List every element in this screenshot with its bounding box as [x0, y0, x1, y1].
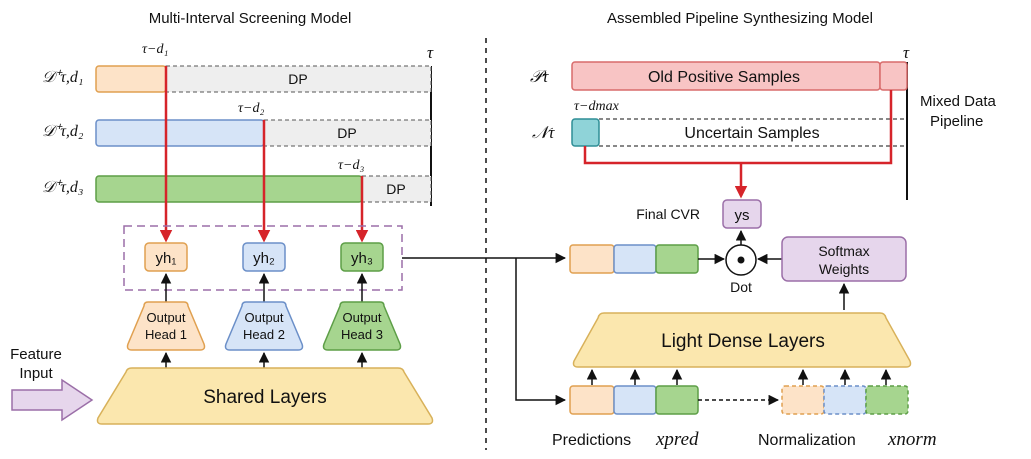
- output-yh3-label: yh₃: [351, 250, 373, 267]
- output-yh1-label: yh₁: [156, 250, 177, 267]
- row-1-label: 𝒟⁺τ,d₁: [42, 69, 84, 86]
- row-3-dp-label: DP: [386, 181, 405, 197]
- pred-top-box-3: [655, 244, 699, 274]
- old-positive-tail: [879, 61, 908, 91]
- ys-box: [722, 199, 762, 229]
- row-3-label: 𝒟⁺τ,d₃: [42, 179, 84, 196]
- predictions-label: Predictions: [552, 432, 631, 449]
- shared-layers-label: Shared Layers: [203, 387, 327, 408]
- row-2-positive-bar: [95, 119, 265, 147]
- dot-label: Dot: [730, 279, 752, 295]
- row-3-positive-bar: [95, 175, 363, 203]
- dmax-marker: τ−dmax: [574, 99, 620, 114]
- uncertain-label: Uncertain Samples: [684, 125, 819, 142]
- xpred-box-3: [655, 385, 699, 415]
- row-1-positive-bar: [95, 65, 167, 93]
- xnorm-box-2: [823, 385, 867, 415]
- head-2-line1: Output: [244, 310, 283, 325]
- data-row-2: 𝒟⁺τ,d₂ τ−d₂ DP: [42, 101, 432, 147]
- p-tau-label: 𝒫τ: [530, 67, 549, 86]
- head-1-line2: Head 1: [145, 327, 187, 342]
- xpred-box-2: [613, 385, 657, 415]
- xpred-box-1: [569, 385, 615, 415]
- feature-input-arrow: [11, 378, 94, 422]
- right-panel-title: Assembled Pipeline Synthesizing Model: [607, 10, 873, 27]
- dot-operator-center: [737, 256, 745, 264]
- predictions-math: xpred: [655, 429, 699, 450]
- left-panel-title: Multi-Interval Screening Model: [149, 10, 352, 27]
- output-head-1: Output Head 1: [126, 301, 206, 351]
- ys-label: ys: [735, 207, 750, 224]
- output-yh2-label: yh₂: [253, 250, 275, 267]
- xnorm-box-1: [781, 385, 825, 415]
- pred-top-box-1: [569, 244, 615, 274]
- data-row-1: 𝒟⁺τ,d₁ τ−d₁ DP: [42, 42, 432, 93]
- final-cvr-label: Final CVR: [636, 206, 700, 222]
- softmax-weights-box: [781, 236, 907, 282]
- outputs-to-xpred-arrow: [515, 258, 567, 406]
- xnorm-box-3: [865, 385, 909, 415]
- uncertain-head-bar: [571, 118, 600, 147]
- light-dense-label: Light Dense Layers: [661, 331, 825, 352]
- pred-top-box-2: [613, 244, 657, 274]
- mixed-pipeline-line1: Mixed Data: [920, 93, 997, 110]
- feature-input-line2: Input: [19, 365, 53, 382]
- softmax-line1: Softmax: [818, 243, 869, 259]
- output-yh2: yh₂: [242, 242, 286, 272]
- red-merge-right: [741, 90, 893, 165]
- red-merge-left: [583, 146, 741, 165]
- row-3-marker: τ−d₃: [338, 158, 364, 173]
- left-tau-label: τ: [427, 43, 434, 62]
- output-yh1: yh₁: [144, 242, 188, 272]
- row-2-marker: τ−d₂: [238, 101, 264, 116]
- softmax-line2: Weights: [819, 261, 869, 277]
- row-1-marker: τ−d₁: [142, 42, 168, 57]
- head-2-line2: Head 2: [243, 327, 285, 342]
- output-head-3: Output Head 3: [322, 301, 402, 351]
- output-yh3: yh₃: [340, 242, 384, 272]
- shared-layers: Shared Layers: [96, 367, 434, 425]
- row-1-dp-label: DP: [288, 71, 307, 87]
- head-3-line1: Output: [342, 310, 381, 325]
- mixed-pipeline-line2: Pipeline: [930, 113, 983, 130]
- output-head-2: Output Head 2: [224, 301, 304, 351]
- right-tau-label: τ: [903, 43, 910, 62]
- row-2-dp-label: DP: [337, 125, 356, 141]
- feature-input-line1: Feature: [10, 346, 62, 363]
- head-1-line1: Output: [146, 310, 185, 325]
- n-tau-label: 𝒩τ: [532, 123, 555, 142]
- normalization-label: Normalization: [758, 432, 856, 449]
- data-row-3: 𝒟⁺τ,d₃ τ−d₃ DP: [42, 158, 432, 203]
- outputs-frame: [123, 225, 403, 291]
- old-positive-label: Old Positive Samples: [648, 69, 800, 86]
- normalization-math: xnorm: [887, 429, 937, 450]
- row-2-label: 𝒟⁺τ,d₂: [42, 123, 84, 140]
- light-dense-layers: Light Dense Layers: [572, 312, 912, 368]
- head-3-line2: Head 3: [341, 327, 383, 342]
- row-2-dp-box: [263, 119, 432, 147]
- row-3-dp-box: [361, 175, 432, 203]
